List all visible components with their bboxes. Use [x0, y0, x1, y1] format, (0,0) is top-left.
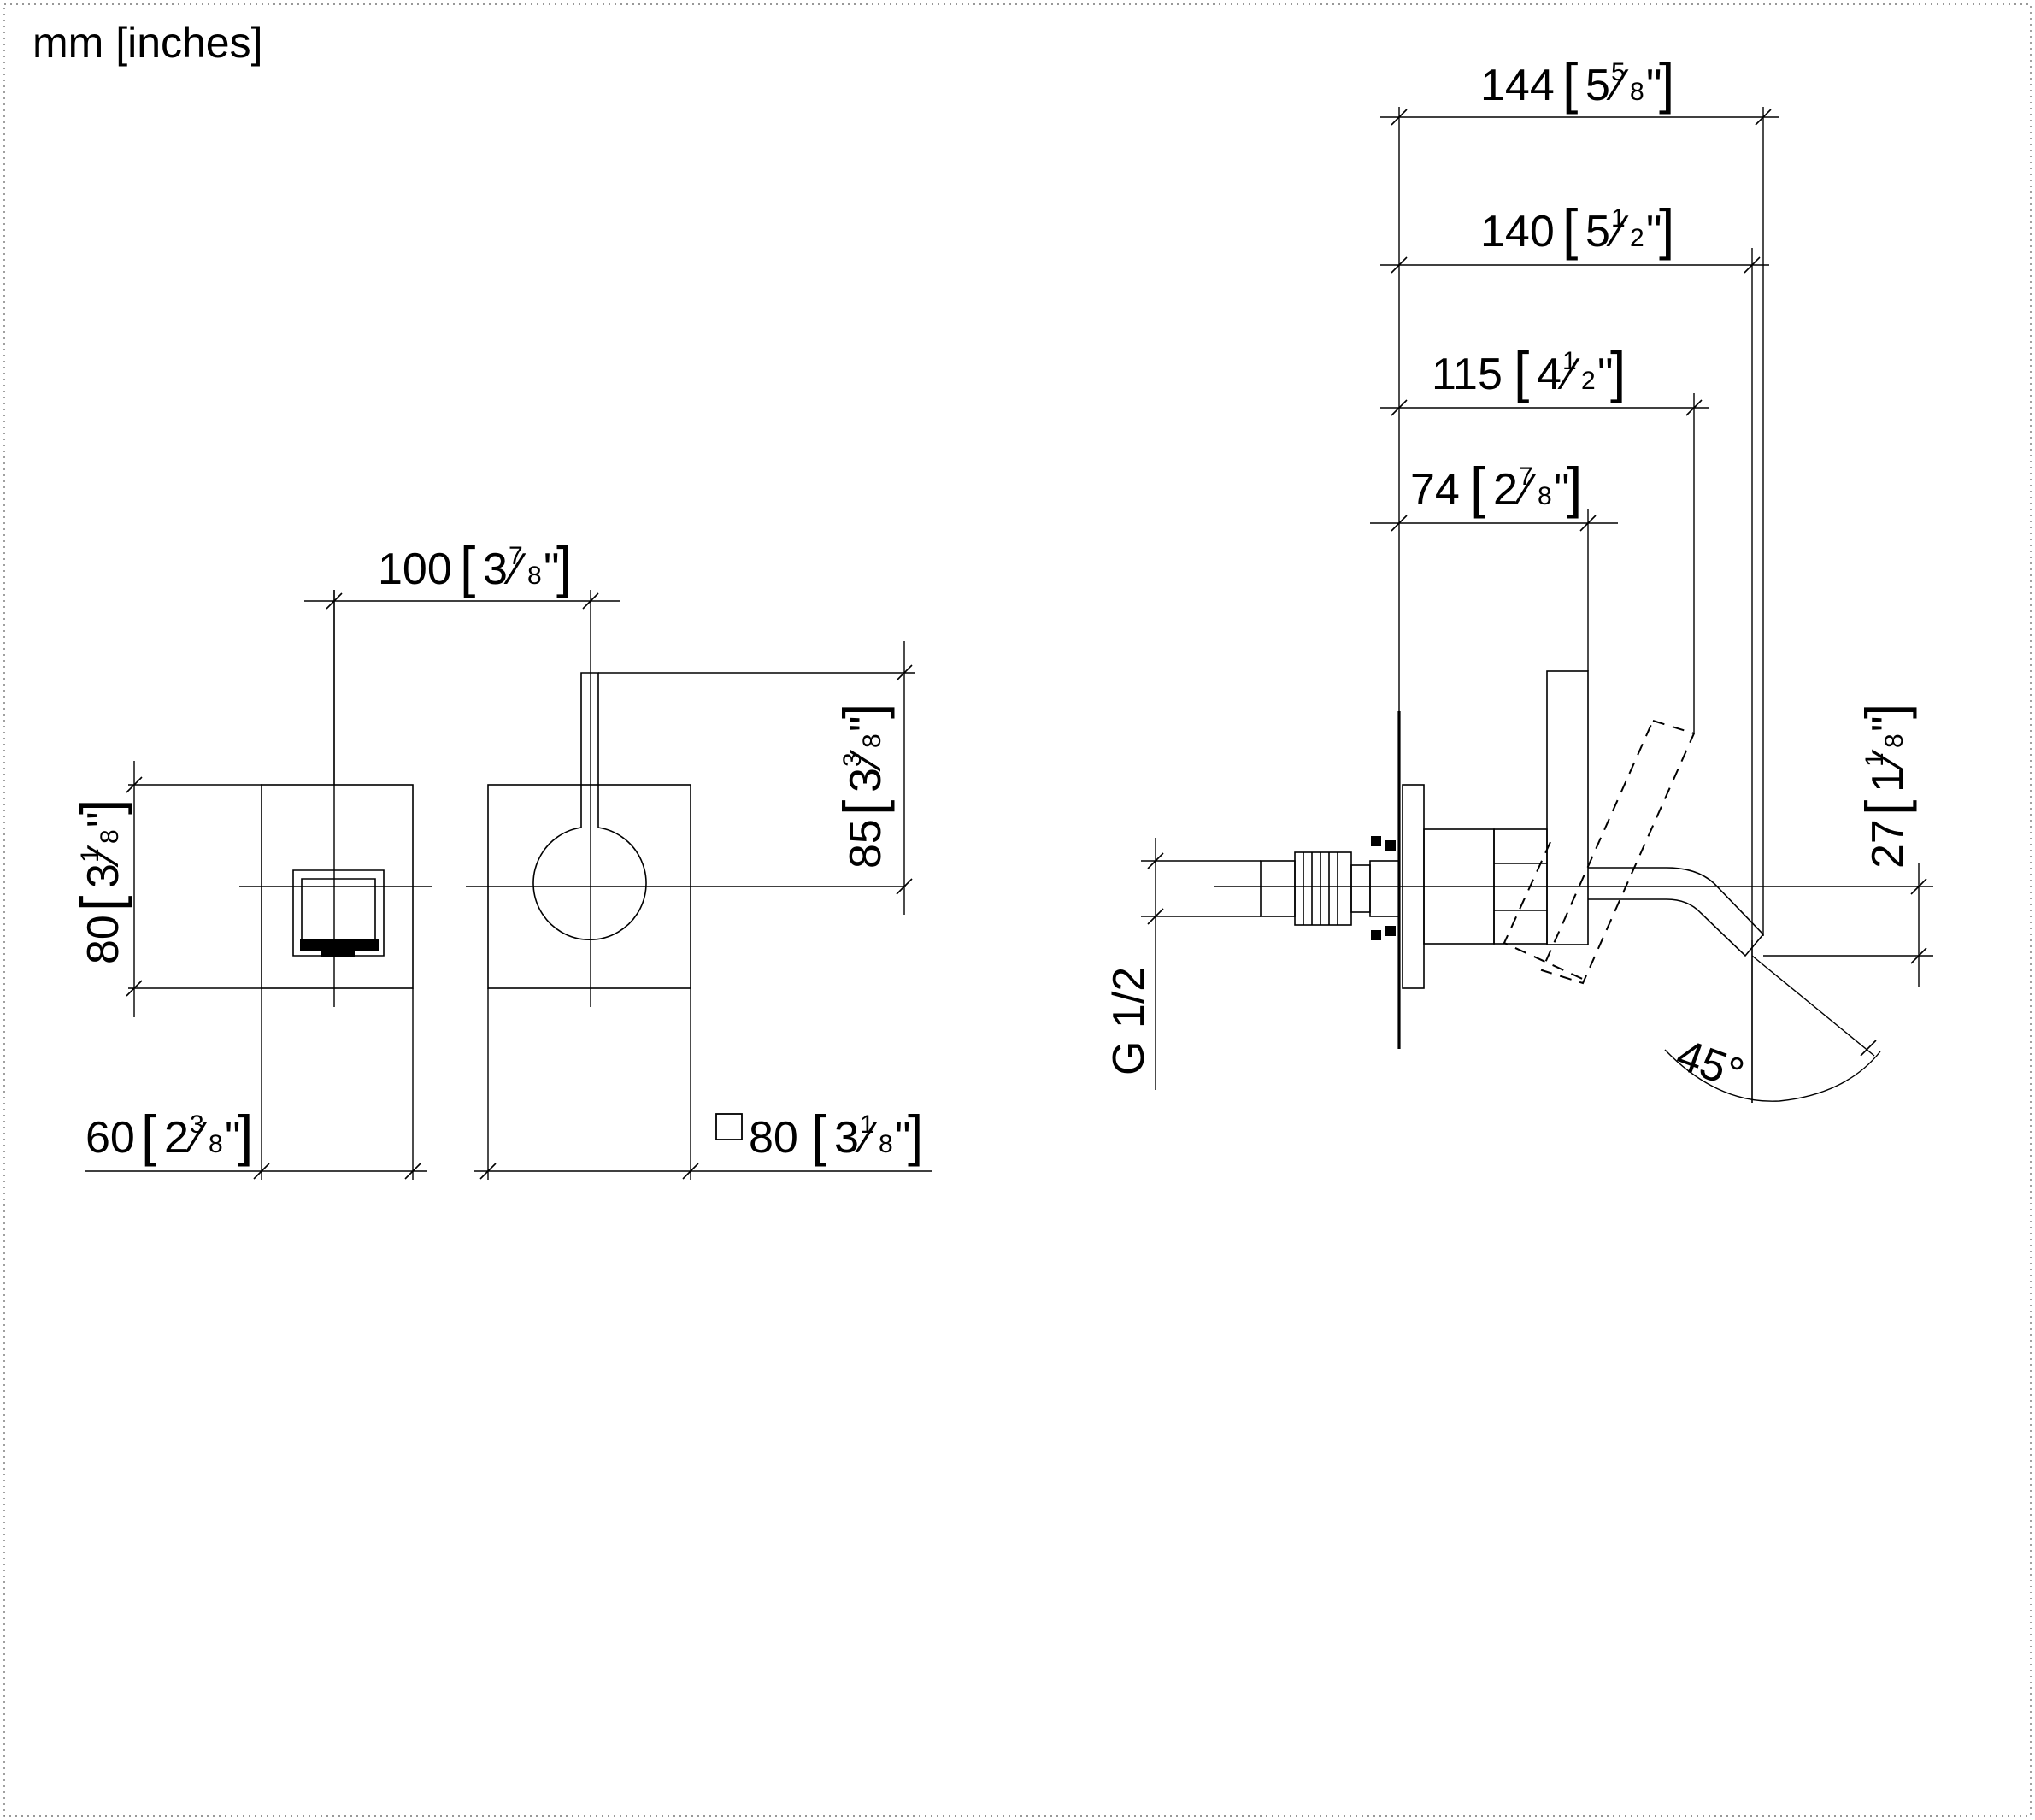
svg-text:2: 2 [1630, 224, 1644, 252]
thread-label: G 1/2 [1104, 967, 1154, 1075]
dim-label-74: 74 [ 2 7 ⁄ 8 " ] [1410, 456, 1582, 519]
svg-text:[: [ [1514, 340, 1529, 403]
svg-text:1: 1 [1562, 347, 1577, 375]
svg-text:]: ] [908, 1104, 923, 1167]
svg-text:": " [544, 545, 559, 594]
spout-side [1588, 867, 1765, 957]
svg-text:3: 3 [834, 1113, 859, 1163]
svg-text:7: 7 [509, 542, 523, 570]
angle-label: 45° [1670, 1030, 1750, 1099]
svg-text:2: 2 [1581, 367, 1596, 395]
svg-text:60: 60 [85, 1113, 135, 1163]
svg-text:": " [895, 1113, 910, 1163]
thread-connector [1260, 860, 1296, 917]
svg-text:74: 74 [1410, 465, 1460, 515]
svg-text:]: ] [556, 535, 572, 598]
svg-text:80: 80 [749, 1113, 798, 1163]
svg-text:85: 85 [841, 819, 891, 869]
svg-text:3: 3 [483, 545, 508, 594]
svg-text:3: 3 [190, 1110, 204, 1139]
svg-text:[: [ [832, 800, 895, 816]
svg-text:115: 115 [1432, 350, 1503, 399]
svg-text:1: 1 [1863, 768, 1913, 792]
svg-text:]: ] [1659, 197, 1674, 261]
svg-text:]: ] [238, 1104, 253, 1167]
mixer-front-view [304, 590, 932, 1180]
svg-text:]: ] [69, 799, 132, 815]
spout-aerator [300, 939, 379, 951]
svg-text:]: ] [1610, 340, 1626, 403]
side-view [1141, 107, 1933, 1103]
spout-aerator-tip [321, 951, 355, 957]
dim-label-plate-80: 80 [ 3 1 ⁄ 8 " ] [715, 1104, 923, 1167]
mixer-handle [532, 672, 647, 940]
svg-text:2: 2 [164, 1113, 189, 1163]
dim-label-100: 100 [ 3 7 ⁄ 8 " ] [378, 535, 572, 598]
svg-text:]: ] [832, 704, 895, 719]
svg-text:5: 5 [1611, 58, 1626, 86]
dim-label-80-vertical: 80 [ 3 1 ⁄ 8 " ] [69, 799, 132, 964]
svg-text:8: 8 [1630, 78, 1644, 106]
svg-text:1: 1 [860, 1110, 874, 1139]
svg-text:140: 140 [1480, 207, 1555, 256]
svg-text:8: 8 [1880, 733, 1909, 748]
svg-text:8: 8 [858, 733, 886, 748]
svg-text:": " [1597, 350, 1613, 399]
svg-text:": " [1646, 61, 1662, 110]
svg-text:]: ] [1854, 704, 1917, 719]
svg-text:8: 8 [1538, 482, 1552, 510]
svg-text:144: 144 [1480, 61, 1555, 110]
svg-text:[: [ [141, 1104, 156, 1167]
svg-text:5: 5 [1585, 207, 1610, 256]
svg-text:5: 5 [1585, 61, 1610, 110]
svg-text:1: 1 [76, 848, 104, 863]
svg-text:[: [ [460, 535, 475, 598]
page-border [3, 3, 2032, 1817]
dim-label-60: 60 [ 2 3 ⁄ 8 " ] [85, 1104, 253, 1167]
svg-text:[: [ [811, 1104, 826, 1167]
svg-text:3: 3 [841, 768, 891, 792]
svg-text:1: 1 [1611, 204, 1626, 233]
units-label: mm [inches] [32, 19, 263, 67]
dim-label-140: 140 [ 5 1 ⁄ 2 " ] [1480, 197, 1674, 261]
svg-text:": " [79, 812, 128, 828]
svg-text:": " [841, 716, 891, 732]
svg-text:27: 27 [1863, 819, 1913, 869]
svg-text:[: [ [1562, 197, 1578, 261]
svg-text:1: 1 [1861, 752, 1889, 767]
svg-text:7: 7 [1519, 462, 1533, 491]
svg-text:]: ] [1659, 51, 1674, 115]
svg-text:[: [ [1562, 51, 1578, 115]
dim-label-115: 115 [ 4 1 ⁄ 2 " ] [1432, 340, 1626, 403]
side-lever [1546, 670, 1589, 945]
svg-text:": " [225, 1113, 240, 1163]
svg-text:": " [1863, 716, 1913, 732]
svg-text:3: 3 [79, 863, 128, 888]
dim-label-144: 144 [ 5 5 ⁄ 8 " ] [1480, 51, 1674, 115]
lever-swing-position [1540, 719, 1696, 985]
svg-text:8: 8 [527, 562, 542, 590]
spout-front-view [85, 590, 432, 1180]
svg-text:": " [1646, 207, 1662, 256]
svg-text:[: [ [1854, 800, 1917, 816]
svg-text:80: 80 [79, 915, 128, 964]
svg-text:100: 100 [378, 545, 452, 594]
dim-label-85-vertical: 85 [ 3 3 ⁄ 8 " ] [832, 704, 895, 869]
svg-text:[: [ [1470, 456, 1485, 519]
svg-text:8: 8 [879, 1130, 893, 1158]
svg-text:2: 2 [1493, 465, 1518, 515]
svg-text:8: 8 [209, 1130, 223, 1158]
svg-text:8: 8 [96, 829, 124, 844]
svg-text:4: 4 [1537, 350, 1562, 399]
svg-text:]: ] [1567, 456, 1582, 519]
dim-label-27-vertical: 27 [ 1 1 ⁄ 8 " ] [1854, 704, 1917, 869]
svg-text:[: [ [69, 896, 132, 911]
svg-text:3: 3 [838, 752, 867, 767]
svg-text:": " [1554, 465, 1569, 515]
